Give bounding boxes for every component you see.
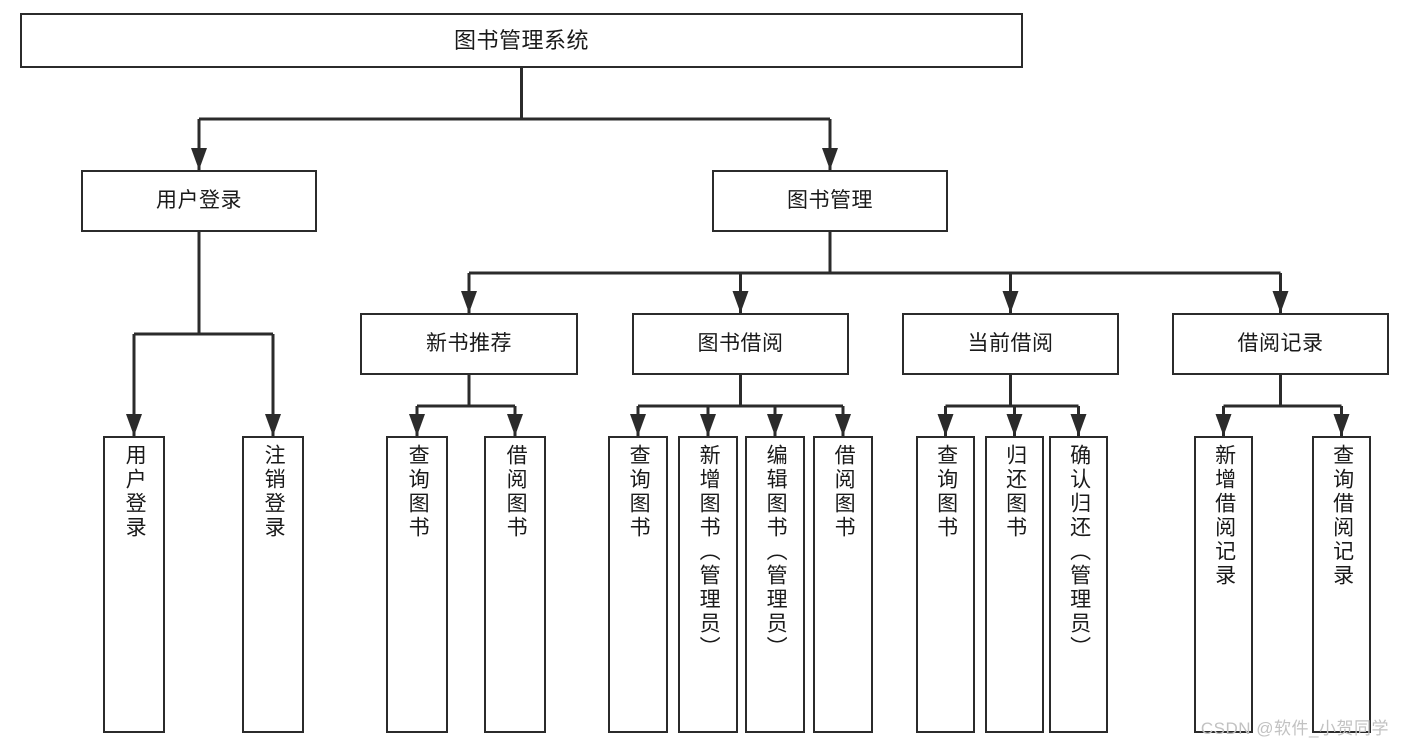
node-label: 用户登录 [123,444,147,540]
node-leaf-return[interactable]: 归还图书 [985,436,1044,733]
node-leaf-query-2[interactable]: 查询图书 [608,436,668,733]
node-label: 注销登录 [262,444,286,540]
node-label: 图书管理系统 [453,27,589,53]
node-label: 借阅记录 [1237,331,1324,355]
node-leaf-borrow-2[interactable]: 借阅图书 [813,436,873,733]
arrowhead-icon [835,414,851,436]
node-leaf-confirm[interactable]: 确认归还（管理员） [1049,436,1108,733]
arrowhead-icon [732,291,749,313]
arrowhead-icon [1002,291,1019,313]
arrowhead-icon [1215,414,1232,436]
node-book-manage[interactable]: 图书管理 [712,170,948,232]
node-label: 确认归还（管理员） [1067,444,1091,660]
arrowhead-icon [1006,414,1023,436]
arrowhead-icon [700,414,716,436]
node-label: 新增借阅记录 [1212,444,1236,588]
node-label: 查询图书 [627,444,651,540]
node-root[interactable]: 图书管理系统 [20,13,1023,68]
arrowhead-icon [409,414,425,436]
arrowhead-icon [507,414,523,436]
node-label: 查询图书 [406,444,430,540]
node-leaf-edit-book[interactable]: 编辑图书（管理员） [745,436,805,733]
node-label: 归还图书 [1003,444,1027,540]
node-label: 编辑图书（管理员） [764,444,788,660]
node-leaf-query-3[interactable]: 查询图书 [916,436,975,733]
node-label: 借阅图书 [504,444,528,540]
node-current-borrow[interactable]: 当前借阅 [902,313,1119,375]
node-label: 当前借阅 [967,331,1054,355]
node-label: 新书推荐 [426,331,512,355]
node-label: 新增图书（管理员） [697,444,721,660]
node-label: 借阅图书 [832,444,856,540]
node-label: 图书借阅 [697,331,784,355]
node-leaf-user-login[interactable]: 用户登录 [103,436,165,733]
arrowhead-icon [126,414,142,436]
node-leaf-borrow-1[interactable]: 借阅图书 [484,436,546,733]
node-user-login[interactable]: 用户登录 [81,170,317,232]
arrowhead-icon [767,414,783,436]
arrowhead-icon [1070,414,1087,436]
node-label: 图书管理 [787,188,873,212]
node-label: 用户登录 [156,188,242,212]
node-leaf-logout[interactable]: 注销登录 [242,436,304,733]
node-label: 查询图书 [934,444,958,540]
arrowhead-icon [461,291,477,313]
node-borrow-record[interactable]: 借阅记录 [1172,313,1389,375]
node-label: 查询借阅记录 [1330,444,1354,588]
arrowhead-icon [1272,291,1289,313]
node-leaf-add-record[interactable]: 新增借阅记录 [1194,436,1253,733]
arrowhead-icon [822,148,838,170]
node-book-borrow[interactable]: 图书借阅 [632,313,849,375]
arrowhead-icon [265,414,281,436]
arrowhead-icon [937,414,954,436]
arrowhead-icon [630,414,646,436]
node-leaf-query-1[interactable]: 查询图书 [386,436,448,733]
arrowhead-icon [1333,414,1350,436]
node-leaf-query-rec[interactable]: 查询借阅记录 [1312,436,1371,733]
node-leaf-add-book[interactable]: 新增图书（管理员） [678,436,738,733]
arrowhead-icon [191,148,207,170]
node-new-book-rec[interactable]: 新书推荐 [360,313,578,375]
